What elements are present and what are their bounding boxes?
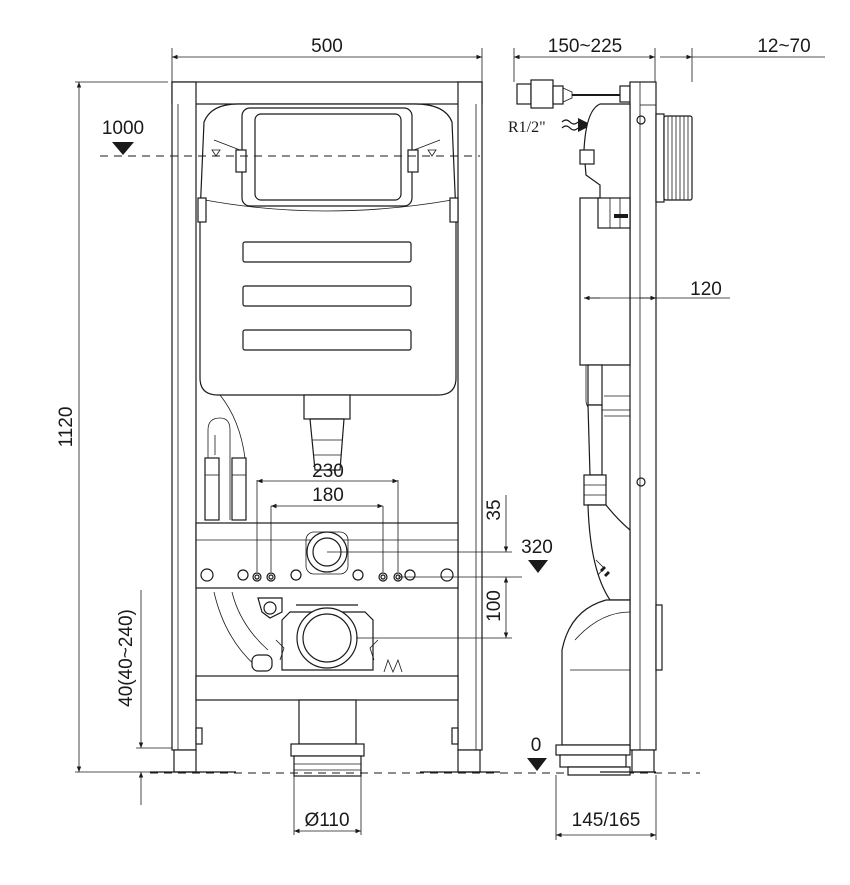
water-connection-label: R1/2" xyxy=(508,119,546,136)
right-upright xyxy=(457,81,483,751)
water-level-label: 1000 xyxy=(102,118,144,139)
upper-offset-label: 35 xyxy=(484,499,505,520)
pipe-offset-label: 100 xyxy=(484,590,505,622)
floor-level-label: 0 xyxy=(531,735,542,756)
wall-thickness-label: 12~70 xyxy=(757,36,810,57)
inner-spacing-label: 180 xyxy=(312,485,344,506)
front-view: 1000 1120 40(40~240) 230 180 35 320 xyxy=(56,48,553,835)
left-upright xyxy=(171,81,197,751)
frame-width-label: 500 xyxy=(311,36,343,57)
total-height-label: 1120 xyxy=(56,407,77,448)
depth-label: 120 xyxy=(690,279,722,300)
drain-diameter-label: Ø110 xyxy=(304,810,349,831)
outer-spacing-label: 230 xyxy=(312,461,344,482)
water-level-marker xyxy=(112,142,134,155)
foot-adjustment-label: 40(40~240) xyxy=(116,609,137,707)
side-offset-label: 150~225 xyxy=(548,36,623,57)
side-view: 150~225 12~70 R1/2" xyxy=(508,36,825,840)
mounting-height-label: 320 xyxy=(521,537,553,558)
base-depth-label: 145/165 xyxy=(572,810,641,831)
